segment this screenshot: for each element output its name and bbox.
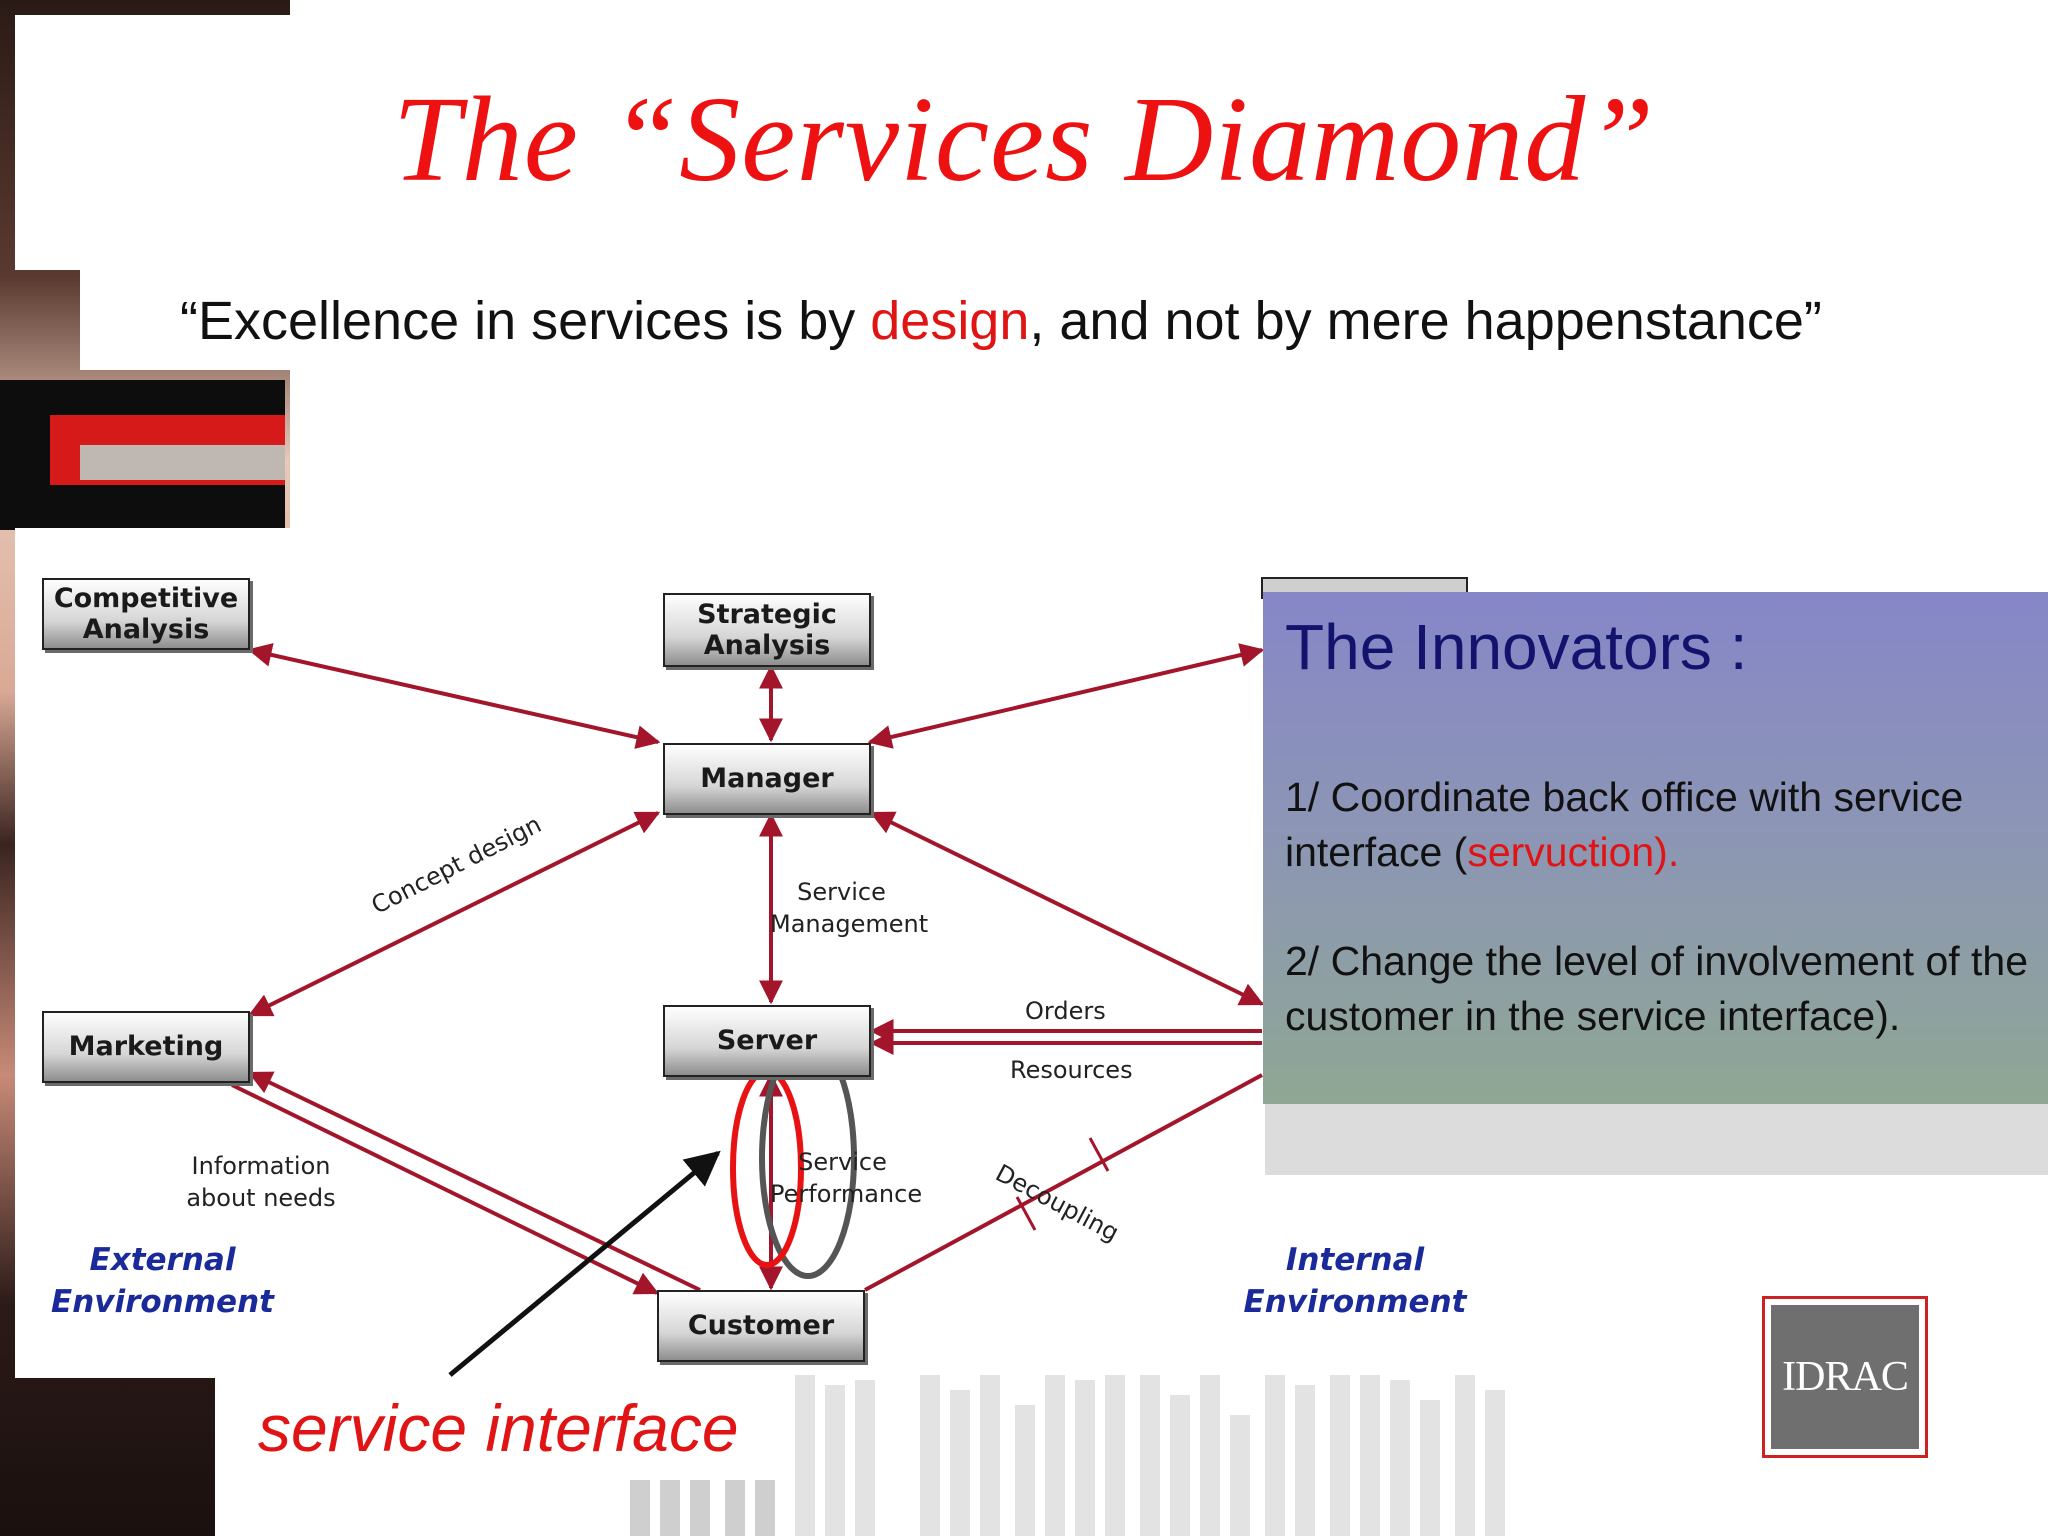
- label-information-about-needs: Information about needs: [186, 1152, 336, 1213]
- quote-text-before: “Excellence in services is by: [180, 291, 871, 351]
- node-marketing: Marketing: [42, 1011, 250, 1083]
- label-service-management: Service Management: [770, 878, 929, 939]
- decoupling-tick-2: [1088, 1137, 1110, 1172]
- node-manager: Manager: [663, 743, 871, 815]
- innovators-point-2: 2/ Change the level of involvement of th…: [1285, 938, 2029, 1039]
- arrow-manager-marketing: [247, 811, 661, 1017]
- line-decoupling: [864, 1073, 1263, 1292]
- node-competitive-analysis: Competitive Analysis: [42, 578, 250, 650]
- node-customer: Customer: [657, 1290, 865, 1362]
- innovators-panel: The Innovators : 1/ Coordinate back offi…: [1263, 592, 2048, 1104]
- label-service-performance: Service Performance: [770, 1148, 923, 1209]
- decorative-bar-pattern: [630, 1375, 1505, 1536]
- label-external-environment: External Environment: [51, 1242, 274, 1320]
- quote-panel: [80, 270, 2048, 370]
- label-internal-environment: Internal Environment: [1243, 1242, 1467, 1320]
- label-orders: Orders: [1025, 997, 1106, 1025]
- arrow-marketing-customer-a: [247, 1071, 701, 1292]
- slide-title: The “Services Diamond”: [392, 72, 1656, 207]
- label-resources: Resources: [1010, 1056, 1133, 1084]
- innovators-title: The Innovators :: [1285, 611, 1748, 683]
- node-strategic-analysis: Strategic Analysis: [663, 593, 871, 667]
- quote-highlight: design: [870, 291, 1030, 351]
- photo-stripe-gray: [80, 445, 285, 480]
- node-server: Server: [663, 1005, 871, 1077]
- innovators-shadow: [1265, 1100, 2048, 1175]
- slide-quote: “Excellence in services is by design, an…: [180, 290, 1822, 352]
- arrow-manager-operations: [869, 811, 1265, 1006]
- arrow-competitive-manager: [247, 643, 661, 749]
- decoupling-tick-1: [1015, 1196, 1037, 1231]
- quote-text-after: , and not by mere happenstance”: [1029, 291, 1822, 351]
- innovators-highlight: servuction).: [1467, 828, 1680, 875]
- idrac-logo-text: IDRAC: [1771, 1305, 1919, 1449]
- idrac-logo: IDRAC: [1762, 1296, 1928, 1458]
- service-interface-label: service interface: [258, 1391, 739, 1465]
- innovators-point-1: 1/ Coordinate back office with service i…: [1285, 774, 1964, 875]
- arrow-marketing-customer-b: [231, 1083, 660, 1295]
- bottom-panel: [215, 1378, 2048, 1536]
- pointer-arrow: [448, 1150, 721, 1377]
- arrow-manager-financial: [867, 643, 1265, 749]
- title-panel: [15, 15, 2048, 270]
